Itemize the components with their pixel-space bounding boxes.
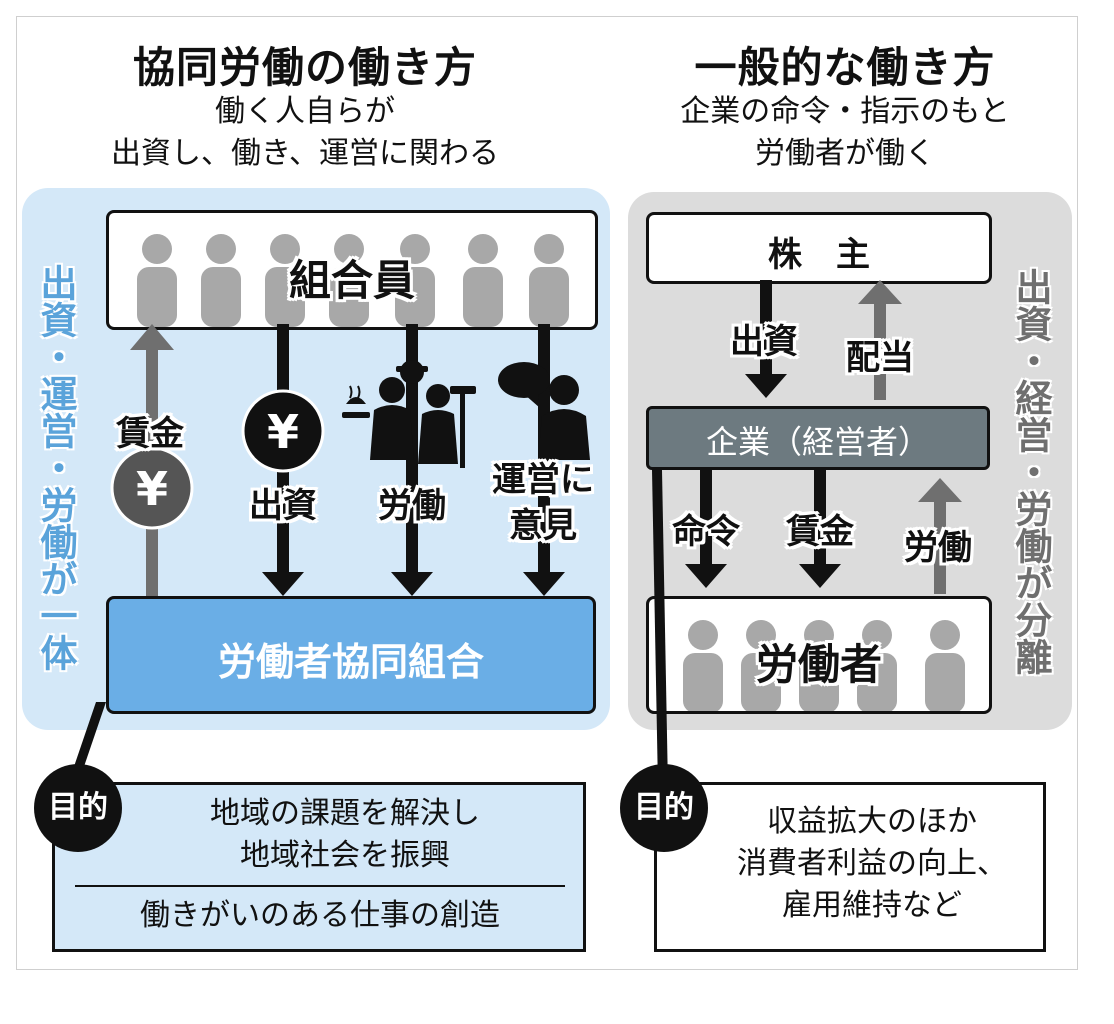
left-purpose-box: 地域の課題を解決し 地域社会を振興 働きがいのある仕事の創造 (52, 782, 586, 952)
right-flow-arrows (685, 280, 962, 594)
worker-icon-5 (925, 620, 965, 711)
members-box: 組合員 (106, 210, 598, 330)
wage-yen-symbol: ¥ (136, 462, 168, 516)
members-label: 組合員 (288, 256, 415, 305)
worker-icon-2 (741, 620, 781, 711)
labor-label: 労働 (378, 486, 446, 526)
right-side-label-text: 出資・経営・労働が分離 (1009, 267, 1052, 675)
right-wage-arrow (799, 466, 841, 588)
right-investment-label: 出資 (730, 322, 798, 362)
worker-icon-3 (799, 620, 839, 711)
members-persons-illustration (137, 234, 569, 327)
left-purpose-line3: 働きがいのある仕事の創造 (140, 898, 500, 933)
cooperative-label: 労働者協同組合 (217, 640, 484, 684)
right-title: 一般的な働き方 (694, 43, 996, 92)
left-purpose-badge-text: 目的 (48, 790, 108, 825)
dividend-label: 配当 (846, 338, 914, 378)
investment-yen-symbol: ¥ (267, 405, 299, 459)
workers-box: 労働者 (646, 596, 992, 714)
right-purpose-line2: 消費者利益の向上、 (737, 846, 1007, 881)
dividend-arrow (858, 280, 902, 400)
wage-label: 賃金 (116, 414, 184, 454)
investment-label: 出資 (249, 486, 317, 526)
right-subtitle-line2: 労働者が働く (755, 136, 935, 171)
person-icon-2 (201, 234, 241, 327)
shareholder-label: 株 主 (768, 235, 870, 275)
opinion-label-line2: 意見 (509, 506, 577, 546)
workers-persons-illustration (683, 620, 965, 711)
right-side-label: 出資・経営・労働が分離 (1004, 236, 1056, 706)
left-purpose-line1: 地域の課題を解決し (210, 796, 480, 831)
person-icon-5 (395, 234, 435, 327)
left-side-label: 出資・運営・労働が一体 (30, 232, 80, 702)
order-arrow (685, 466, 727, 588)
right-purpose-line3: 雇用維持など (782, 888, 962, 923)
left-subtitle-line2: 出資し、働き、運営に関わる (111, 136, 499, 171)
right-purpose-box: 収益拡大のほか 消費者利益の向上、 雇用維持など (654, 782, 1046, 952)
company-label: 企業（経営者） (705, 423, 930, 461)
person-icon-7 (529, 234, 569, 327)
workers-illustration (342, 360, 476, 468)
person-icon-3 (265, 234, 305, 327)
right-purpose-pointer (652, 470, 668, 788)
left-subtitle-line1: 働く人自らが (215, 94, 395, 129)
right-purpose-badge: 目的 (620, 764, 708, 852)
wage-yen-coin: ¥ (110, 446, 194, 530)
opinion-label-line1: 運営に (492, 460, 594, 500)
right-subtitle-line1: 企業の命令・指示のもと (680, 94, 1010, 129)
right-labor-label: 労働 (904, 528, 972, 568)
order-label: 命令 (672, 512, 740, 552)
right-purpose-badge-text: 目的 (634, 790, 694, 825)
left-purpose-badge: 目的 (34, 764, 122, 852)
left-purpose-divider (75, 885, 565, 887)
speaker-illustration (498, 362, 590, 460)
left-purpose-line2: 地域社会を振興 (240, 838, 450, 873)
cooperative-box: 労働者協同組合 (106, 596, 596, 714)
person-icon-6 (463, 234, 503, 327)
worker-icon-1 (683, 620, 723, 711)
right-purpose-line1: 収益拡大のほか (767, 804, 977, 839)
left-side-label-text: 出資・運営・労働が一体 (34, 263, 77, 671)
left-title: 協同労働の働き方 (132, 43, 477, 92)
person-icon-4 (329, 234, 369, 327)
right-investment-arrow (745, 280, 787, 398)
shareholder-box: 株 主 (646, 212, 992, 284)
person-icons (137, 234, 569, 327)
investment-yen-coin: ¥ (241, 389, 325, 473)
company-box: 企業（経営者） (646, 406, 990, 470)
person-icon-1 (137, 234, 177, 327)
right-wage-label: 賃金 (786, 512, 854, 552)
workers-label: 労働者 (755, 640, 882, 689)
right-labor-arrow (918, 478, 962, 594)
worker-icon-4 (857, 620, 897, 711)
